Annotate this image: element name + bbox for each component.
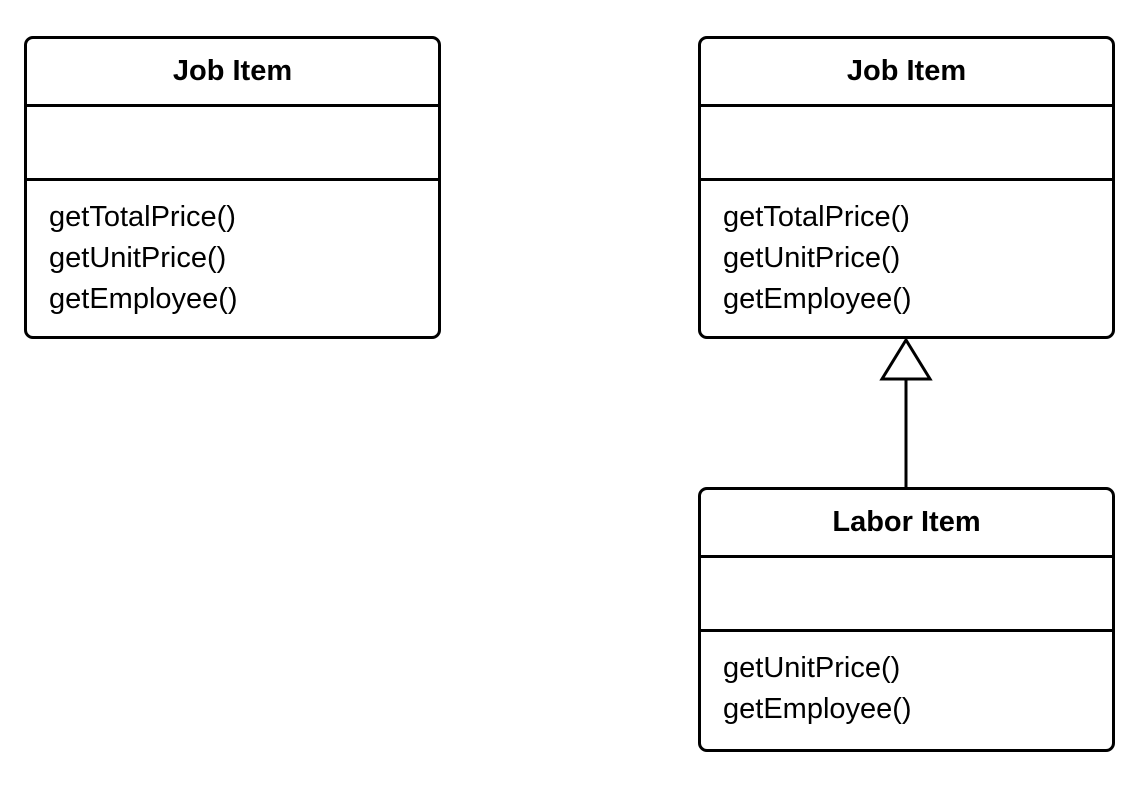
class-methods: getTotalPrice() getUnitPrice() getEmploy… [27, 181, 438, 336]
class-name: Job Item [27, 39, 438, 107]
class-name: Labor Item [701, 490, 1112, 558]
method: getTotalPrice() [49, 201, 236, 233]
generalization-arrowhead [879, 337, 933, 381]
method: getEmployee() [723, 283, 912, 315]
class-methods: getTotalPrice() getUnitPrice() getEmploy… [701, 181, 1112, 336]
class-name: Job Item [701, 39, 1112, 107]
method: getUnitPrice() [723, 242, 901, 274]
method: getEmployee() [723, 693, 912, 725]
class-attributes [27, 107, 438, 181]
method: getTotalPrice() [723, 201, 910, 233]
method: getUnitPrice() [723, 652, 901, 684]
class-box-job-item-right[interactable]: Job Item getTotalPrice() getUnitPrice() … [698, 36, 1115, 339]
class-attributes [701, 107, 1112, 181]
class-methods: getUnitPrice() getEmployee() [701, 632, 1112, 749]
class-box-labor-item[interactable]: Labor Item getUnitPrice() getEmployee() [698, 487, 1115, 752]
class-box-job-item-left[interactable]: Job Item getTotalPrice() getUnitPrice() … [24, 36, 441, 339]
method: getUnitPrice() [49, 242, 227, 274]
method: getEmployee() [49, 283, 238, 315]
class-attributes [701, 558, 1112, 632]
